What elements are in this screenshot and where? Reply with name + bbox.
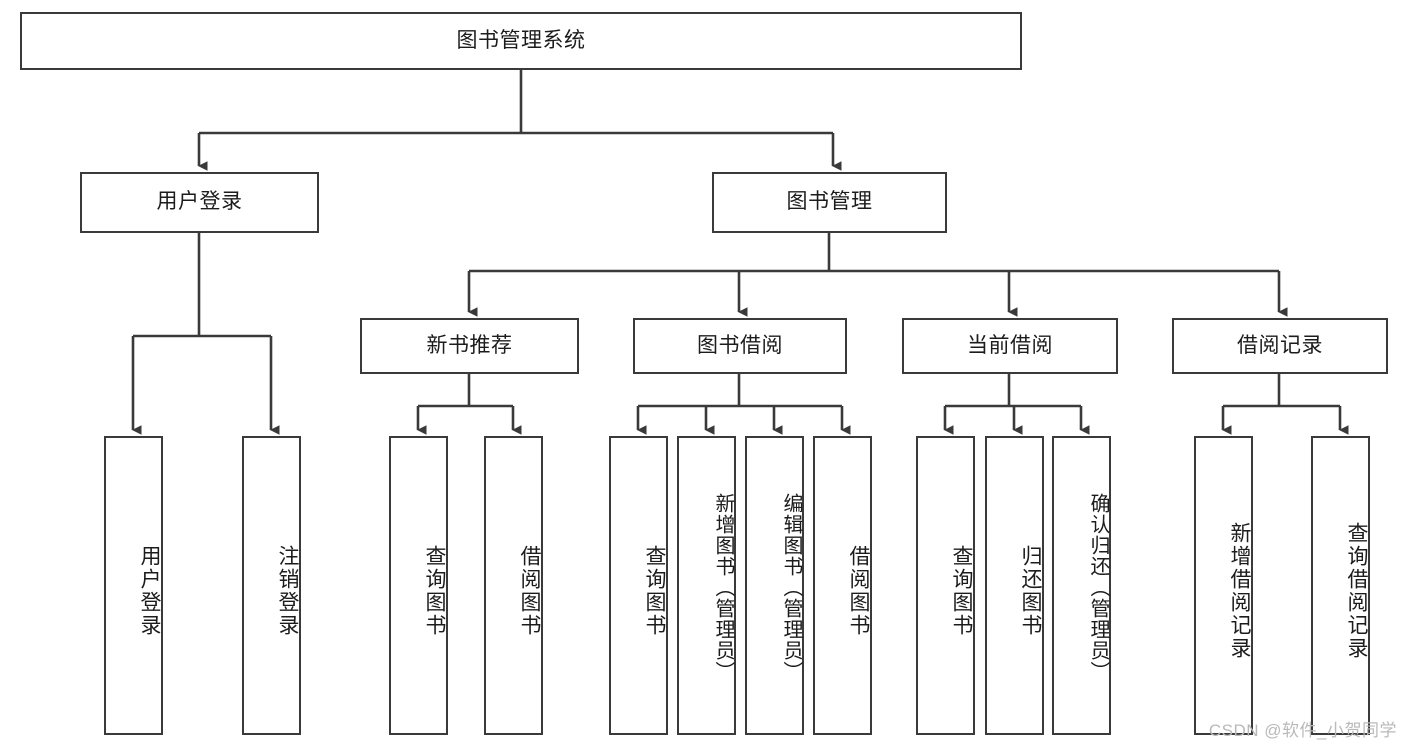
leaf-book-borrow-add[interactable]: 新增图书（管理员）: [677, 436, 736, 735]
node-book-management[interactable]: 图书管理: [712, 172, 947, 233]
leaf-new-book-borrow[interactable]: 借阅图书: [484, 436, 543, 735]
leaf-book-borrow-query[interactable]: 查询图书: [609, 436, 668, 735]
leaf-current-borrow-confirm-return[interactable]: 确认归还（管理员）: [1052, 436, 1111, 735]
leaf-current-borrow-query[interactable]: 查询图书: [916, 436, 975, 735]
node-new-book-recommend[interactable]: 新书推荐: [360, 318, 579, 374]
node-current-borrow[interactable]: 当前借阅: [902, 318, 1118, 374]
leaf-current-borrow-return[interactable]: 归还图书: [985, 436, 1044, 735]
leaf-book-borrow-borrow[interactable]: 借阅图书: [813, 436, 872, 735]
node-user-login[interactable]: 用户登录: [80, 172, 319, 233]
leaf-user-login-signout[interactable]: 注销登录: [242, 436, 301, 735]
leaf-book-borrow-edit[interactable]: 编辑图书（管理员）: [745, 436, 804, 735]
leaf-borrow-record-add[interactable]: 新增借阅记录: [1194, 436, 1253, 735]
node-book-borrow[interactable]: 图书借阅: [633, 318, 847, 374]
leaf-new-book-query[interactable]: 查询图书: [389, 436, 448, 735]
leaf-borrow-record-query[interactable]: 查询借阅记录: [1311, 436, 1370, 735]
leaf-user-login-signin[interactable]: 用户登录: [104, 436, 163, 735]
watermark-text: CSDN @软件_小贺同学: [1208, 721, 1397, 740]
node-root-system[interactable]: 图书管理系统: [20, 12, 1022, 70]
node-borrow-record[interactable]: 借阅记录: [1172, 318, 1388, 374]
